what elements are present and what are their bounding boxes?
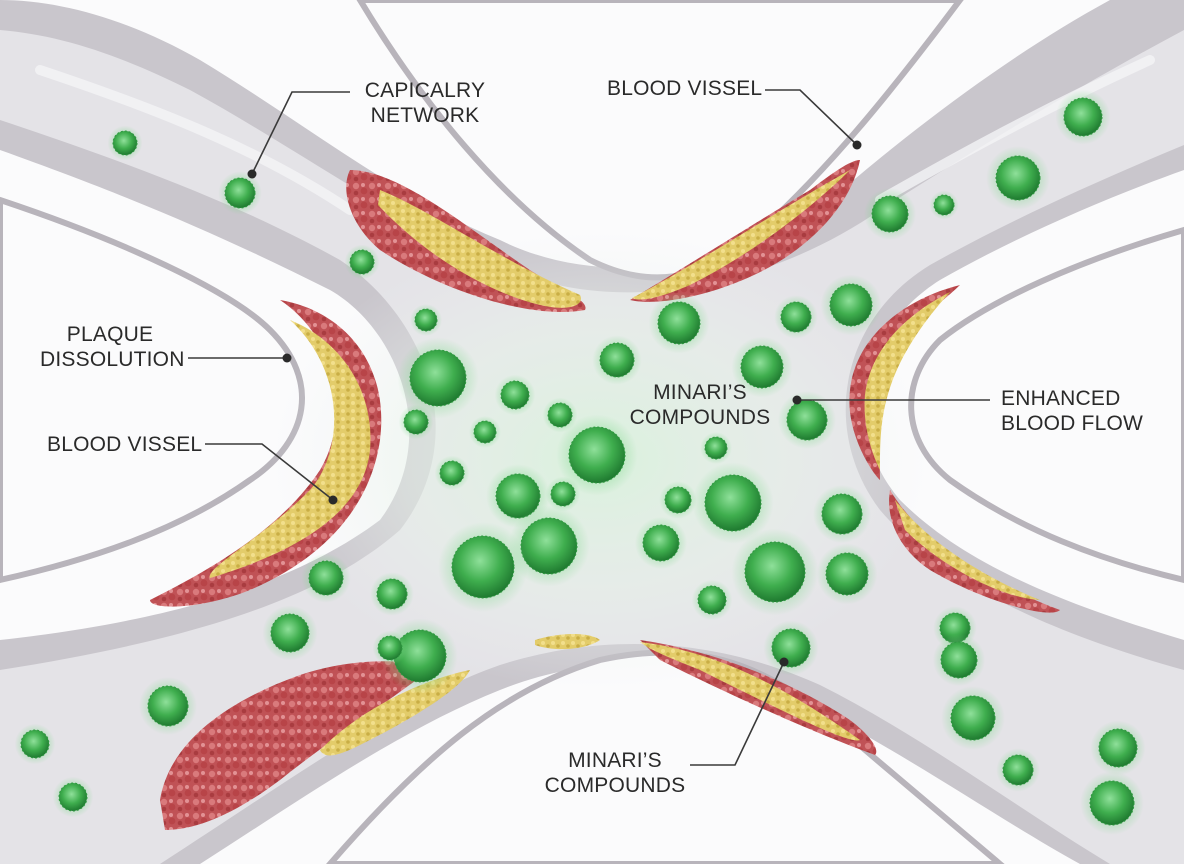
green-particle-icon: [569, 427, 625, 483]
label-capillary-line2: NETWORK: [360, 103, 490, 128]
green-particle-icon: [501, 381, 529, 409]
green-particle-icon: [551, 482, 575, 506]
green-particle-icon: [872, 196, 908, 232]
green-particle-icon: [745, 542, 805, 602]
label-compounds-bottom: MINARI’S COMPOUNDS: [540, 748, 690, 798]
green-particle-icon: [787, 400, 827, 440]
green-particle-icon: [830, 284, 872, 326]
green-particle-icon: [643, 525, 679, 561]
green-particle-icon: [148, 686, 188, 726]
leader-dot-icon: [248, 170, 257, 179]
label-compounds-center-line1: MINARI’S: [625, 380, 775, 405]
green-particle-icon: [658, 302, 700, 344]
label-compounds-center-line2: COMPOUNDS: [625, 405, 775, 430]
green-particle-icon: [440, 461, 464, 485]
label-capillary-network: CAPICALRY NETWORK: [360, 78, 490, 128]
green-particle-icon: [404, 410, 428, 434]
green-particle-icon: [452, 536, 514, 598]
green-particle-icon: [474, 421, 496, 443]
green-particle-icon: [309, 561, 343, 595]
green-particle-icon: [996, 156, 1040, 200]
green-particle-icon: [410, 350, 466, 406]
green-particle-icon: [1003, 755, 1033, 785]
leader-dot-icon: [793, 396, 802, 405]
green-particle-icon: [705, 475, 761, 531]
green-particle-icon: [600, 343, 634, 377]
label-blood-vessel-left: BLOOD VISSEL: [47, 432, 202, 457]
green-particle-icon: [59, 783, 87, 811]
leader-dot-icon: [853, 141, 862, 150]
label-compounds-bottom-line1: MINARI’S: [540, 748, 690, 773]
green-particle-icon: [951, 696, 995, 740]
green-particle-icon: [1099, 729, 1137, 767]
green-particle-icon: [415, 309, 437, 331]
leader-dot-icon: [329, 496, 338, 505]
green-particle-icon: [698, 586, 726, 614]
green-particle-icon: [941, 642, 977, 678]
green-particle-icon: [772, 629, 810, 667]
leader-dot-icon: [780, 658, 789, 667]
label-blood-vessel-top: BLOOD VISSEL: [607, 76, 762, 101]
green-particle-icon: [1090, 781, 1134, 825]
green-particle-icon: [548, 403, 572, 427]
label-compounds-center: MINARI’S COMPOUNDS: [625, 380, 775, 430]
green-particle-icon: [1064, 98, 1102, 136]
label-plaque-line1: PLAQUE: [40, 322, 180, 347]
green-particle-icon: [21, 730, 49, 758]
green-particle-icon: [113, 131, 137, 155]
green-particle-icon: [378, 636, 402, 660]
green-particle-icon: [377, 579, 407, 609]
label-compounds-bottom-line2: COMPOUNDS: [540, 773, 690, 798]
green-particle-icon: [225, 178, 255, 208]
green-particle-icon: [350, 250, 374, 274]
green-particle-icon: [665, 487, 691, 513]
green-particle-icon: [705, 437, 727, 459]
green-particle-icon: [822, 494, 862, 534]
label-enhanced-line2: BLOOD FLOW: [1001, 411, 1143, 436]
leader-dot-icon: [283, 354, 292, 363]
label-enhanced-line1: ENHANCED: [1001, 386, 1143, 411]
green-particle-icon: [521, 518, 577, 574]
green-particle-icon: [934, 195, 954, 215]
label-enhanced-blood-flow: ENHANCED BLOOD FLOW: [1001, 386, 1143, 436]
label-capillary-line1: CAPICALRY: [360, 78, 490, 103]
label-plaque-line2: DISSOLUTION: [40, 347, 180, 372]
label-plaque-dissolution: PLAQUE DISSOLUTION: [40, 322, 180, 372]
green-particle-icon: [781, 302, 811, 332]
green-particle-icon: [826, 553, 868, 595]
green-particle-icon: [271, 614, 309, 652]
